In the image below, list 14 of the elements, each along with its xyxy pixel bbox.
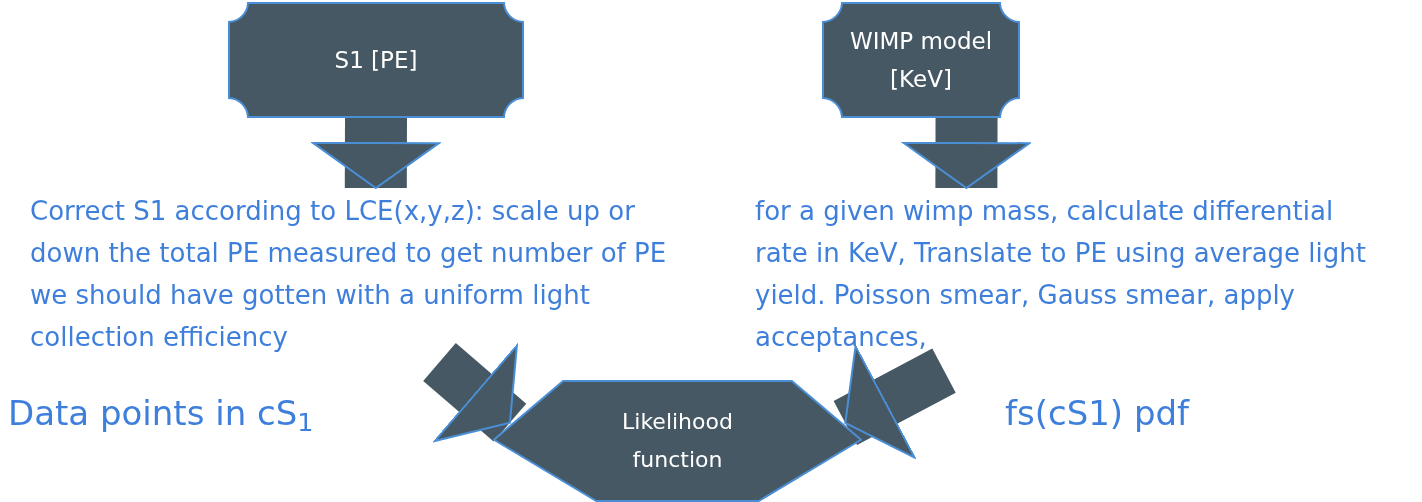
block-arrow [423,343,527,442]
description-text: for a given wimp mass, calculate differential rate in KeV, Translate to PE using average light yield. Poisson smear, Gauss smear, apply acceptances, [755,190,1385,358]
block-arrow [902,117,1031,189]
data-points-label: Data points in cS$_{1}$ [8,392,314,438]
block-arrow [833,345,956,459]
plaque-shape [228,2,524,118]
hexagon-shape [493,380,862,502]
pdf-label: fs(cS1) pdf [1005,392,1190,435]
plaque-shape [822,2,1020,118]
node-label: Likelihood function [621,408,734,474]
description-text: Correct S1 according to LCE(x,y,z): scale up or down the total PE measured to get number of PE we should have gotten with a uniform light collection efficiency [30,190,680,358]
block-arrow [311,117,440,189]
node-label: WIMP model [KeV] [848,27,994,94]
node-label: S1 [PE] [333,46,419,75]
